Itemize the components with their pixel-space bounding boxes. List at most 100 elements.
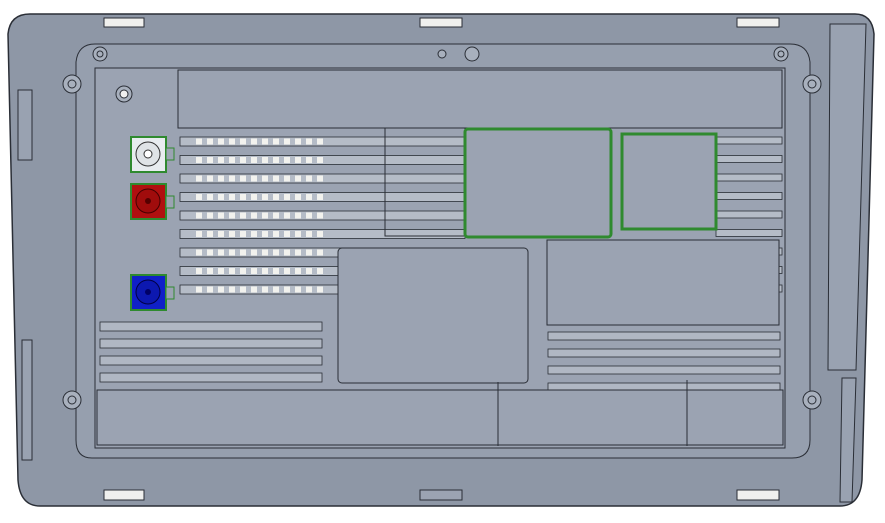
mounting-clips (103, 17, 780, 501)
fin-slot (240, 212, 246, 219)
fin-slot (273, 231, 279, 237)
bottom-band (96, 389, 784, 446)
fin-slot (317, 175, 323, 182)
fin-slot (273, 157, 279, 163)
fin-slot (196, 212, 202, 219)
fin-slot (218, 157, 224, 163)
fin-slot (317, 157, 323, 163)
fin-slot (295, 249, 301, 256)
fin-slot (273, 138, 279, 145)
fin-slot (207, 194, 213, 200)
connector-red[interactable] (130, 183, 175, 220)
fin-slot (306, 268, 312, 274)
fin-right (715, 210, 783, 219)
fin-slot (306, 249, 312, 256)
fin-slot (262, 194, 268, 200)
fin-slot (251, 212, 257, 219)
connector-blue[interactable] (130, 274, 175, 311)
fin-slot (262, 157, 268, 163)
fin-slot (207, 138, 213, 145)
fin-slot (295, 231, 301, 237)
fin-slot (207, 157, 213, 163)
fin-slot (295, 138, 301, 145)
lower-fin-left (99, 372, 323, 383)
fin-slot (207, 231, 213, 237)
fin-slot (251, 268, 257, 274)
fin-slot (284, 286, 290, 293)
fin-slot (251, 194, 257, 200)
fin-slot (306, 138, 312, 145)
fin-slot (273, 286, 279, 293)
fin-slot (317, 286, 323, 293)
fin-slot (196, 249, 202, 256)
center-recess (337, 247, 529, 384)
fin-slot (207, 268, 213, 274)
fin-slot (207, 212, 213, 219)
fin-slot (273, 194, 279, 200)
fin-slot (196, 268, 202, 274)
fin-slot (218, 231, 224, 237)
fin-slot (306, 212, 312, 219)
fin-slot (284, 212, 290, 219)
fin-slot (229, 175, 235, 182)
fin-slot (306, 157, 312, 163)
fin-slot (273, 268, 279, 274)
green-pad-large (463, 127, 613, 239)
lower-fin-right (547, 348, 781, 358)
fin-slot (240, 138, 246, 145)
fin-slot (306, 175, 312, 182)
left-rail-lower (21, 339, 33, 461)
fin-slot (229, 194, 235, 200)
lower-fin-left (99, 355, 323, 366)
fin-slot (240, 157, 246, 163)
fin-slot (229, 268, 235, 274)
lower-fin-right (547, 331, 781, 341)
fin-slot (196, 286, 202, 293)
fin-slot (240, 249, 246, 256)
fin-slot (306, 231, 312, 237)
fin-slot (207, 286, 213, 293)
fin-slot (262, 249, 268, 256)
fin-slot (196, 194, 202, 200)
right-rail (827, 23, 867, 371)
fin-slot (251, 286, 257, 293)
fin-slot (262, 175, 268, 182)
fin-slot (196, 157, 202, 163)
fin-slot (284, 138, 290, 145)
fin-slot (229, 212, 235, 219)
fin-slot (295, 157, 301, 163)
fin-slot (207, 175, 213, 182)
fin-slot (295, 212, 301, 219)
fin-slot (251, 157, 257, 163)
fin-slot (218, 249, 224, 256)
fin-slot (229, 157, 235, 163)
fin-slot (295, 286, 301, 293)
fin-slot (306, 194, 312, 200)
fin-slot (218, 138, 224, 145)
fin-slot (295, 268, 301, 274)
fin-slot (251, 249, 257, 256)
fin-slot (251, 138, 257, 145)
fin-slot (218, 286, 224, 293)
fin-slot (229, 286, 235, 293)
fin-slot (207, 249, 213, 256)
fin-slot (317, 249, 323, 256)
connector-white[interactable] (130, 136, 175, 173)
fin-slot (262, 138, 268, 145)
lower-fin-left (99, 321, 323, 332)
fin-slot (196, 138, 202, 145)
fin-slot (284, 268, 290, 274)
fin-slot (218, 212, 224, 219)
fin-slot (317, 138, 323, 145)
right-rail-lower (839, 377, 857, 503)
fin-right (715, 173, 783, 182)
left-rail (17, 89, 33, 161)
fin-slot (273, 249, 279, 256)
lower-fin-left (99, 338, 323, 349)
fin-slot (229, 231, 235, 237)
fin-slot (317, 231, 323, 237)
top-compartment (177, 69, 783, 129)
fin-slot (240, 231, 246, 237)
heatsink-fins (179, 127, 783, 295)
